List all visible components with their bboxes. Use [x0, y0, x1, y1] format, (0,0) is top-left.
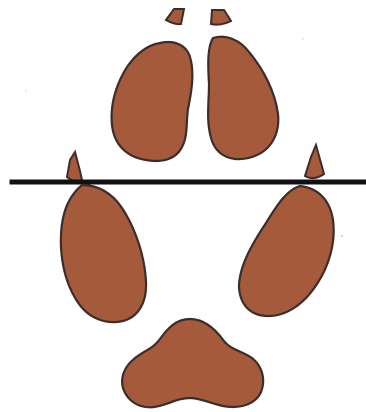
right-side-toe-pad [239, 186, 334, 316]
speck-mark [25, 90, 26, 91]
top-right-claw [211, 10, 231, 25]
speck-mark [341, 235, 343, 237]
left-side-claw [67, 152, 82, 181]
right-side-claw [305, 145, 324, 178]
top-left-toe-pad [112, 42, 193, 161]
top-right-toe-pad [208, 37, 278, 159]
top-left-claw [166, 9, 184, 24]
heel-pad [122, 319, 263, 407]
speck-mark [302, 38, 303, 39]
left-side-toe-pad [61, 185, 146, 322]
